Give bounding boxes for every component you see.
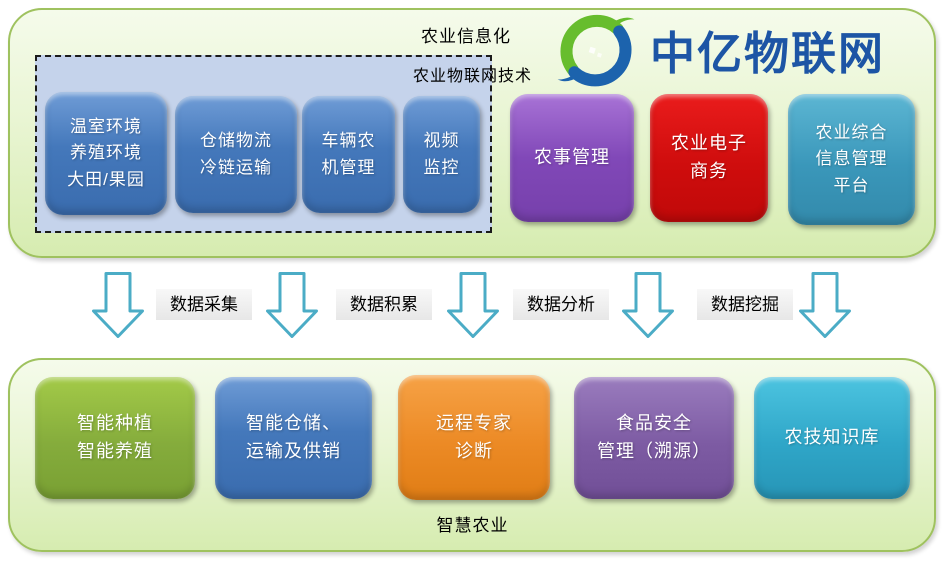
flow-arrow-down-icon xyxy=(799,272,851,338)
flow-arrow-down-icon xyxy=(447,272,499,338)
card-smart-storage-logistics: 智能仓储、 运输及供销 xyxy=(215,377,372,499)
card-vehicle-machinery: 车辆农 机管理 xyxy=(302,96,395,213)
flow-label-data-collection: 数据采集 xyxy=(156,289,252,320)
flow-label-data-analysis: 数据分析 xyxy=(513,289,609,320)
top-section-label: 农业信息化 xyxy=(421,27,511,46)
iot-group-title: 农业物联网技术 xyxy=(412,68,532,85)
flow-arrow-down-icon xyxy=(92,272,144,338)
brand-swirl-icon xyxy=(557,14,635,87)
card-agri-knowledge-base: 农技知识库 xyxy=(754,377,910,499)
card-agri-ecommerce: 农业电子 商务 xyxy=(650,94,768,222)
flow-label-data-accumulation: 数据积累 xyxy=(336,289,432,320)
card-remote-expert-diagnosis: 远程专家 诊断 xyxy=(398,375,550,500)
flow-arrow-down-icon xyxy=(622,272,674,338)
card-info-management-platform: 农业综合 信息管理 平台 xyxy=(788,94,915,225)
card-video-surveillance: 视频 监控 xyxy=(403,96,480,213)
card-greenhouse-environment: 温室环境 养殖环境 大田/果园 xyxy=(45,92,167,215)
card-smart-planting: 智能种植 智能养殖 xyxy=(35,377,195,499)
flow-label-data-mining: 数据挖掘 xyxy=(697,289,793,320)
card-food-safety-traceability: 食品安全 管理（溯源） xyxy=(574,377,734,499)
brand-name: 中亿物联网 xyxy=(650,27,886,79)
brand-logo: 中亿物联网 xyxy=(556,9,885,89)
bottom-section-label: 智慧农业 xyxy=(436,516,509,535)
card-warehouse-cold-chain: 仓储物流 冷链运输 xyxy=(175,96,297,213)
flow-arrow-down-icon xyxy=(266,272,318,338)
card-farm-management: 农事管理 xyxy=(510,94,634,222)
